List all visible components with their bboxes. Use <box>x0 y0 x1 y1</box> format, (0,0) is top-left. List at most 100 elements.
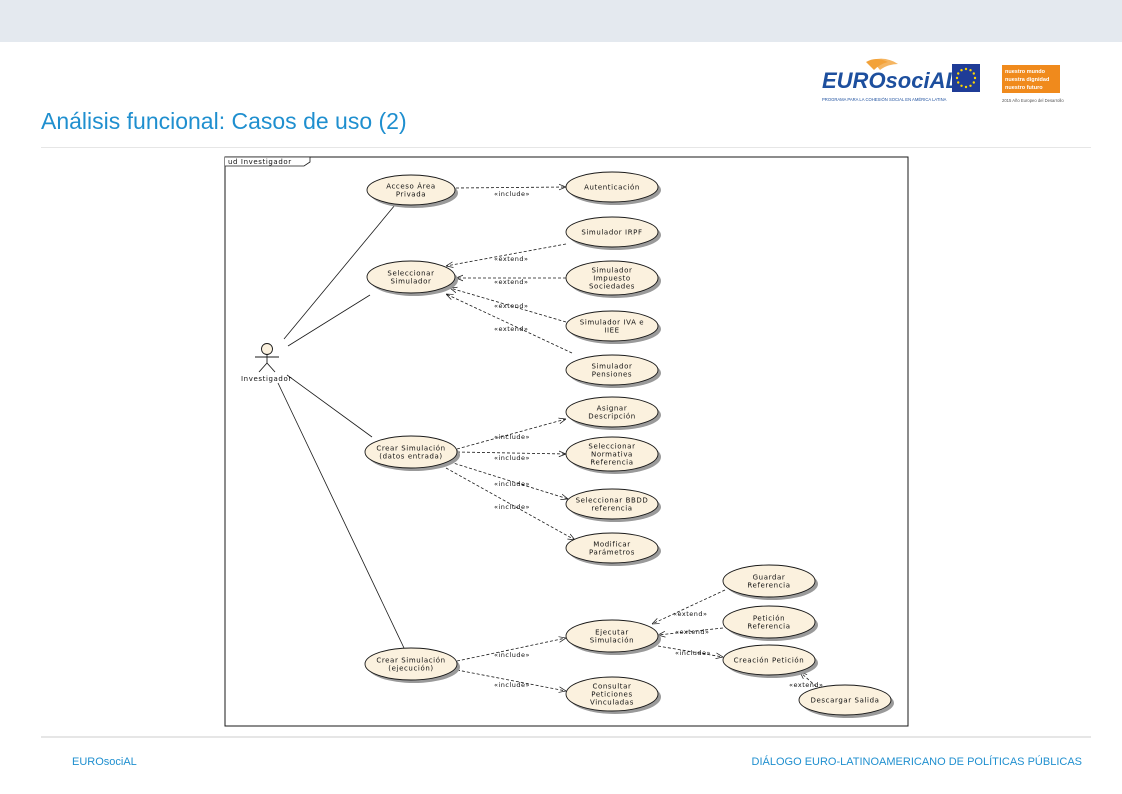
extend-stereotype-label: «extend» <box>494 325 528 333</box>
eu-star-icon <box>972 81 975 84</box>
use-case-label: Simulador <box>391 278 432 286</box>
use-case-label: Referencia <box>747 582 790 590</box>
actor-investigador[interactable]: Investigador <box>241 343 292 384</box>
use-case-descargar[interactable]: Descargar Salida <box>798 684 894 718</box>
extend-stereotype-label: «extend» <box>789 681 823 689</box>
use-case-label: Autenticación <box>584 184 640 192</box>
use-case-crear-ejec[interactable]: Crear Simulación(ejecución) <box>364 647 460 683</box>
extend-edge <box>446 243 567 266</box>
use-case-label: Simulador IVA e <box>580 319 644 327</box>
eu-star-icon <box>957 81 960 84</box>
use-case-label: Creación Petición <box>734 657 805 665</box>
include-edge <box>456 638 566 662</box>
use-case-label: Seleccionar <box>387 270 434 278</box>
frame-tab <box>225 156 311 167</box>
eu-star-icon <box>960 69 963 72</box>
use-case-label: Guardar <box>753 574 786 582</box>
use-case-creacion-pet[interactable]: Creación Petición <box>722 644 818 678</box>
include-edge <box>456 452 566 454</box>
use-case-label: Crear Simulación <box>376 657 445 665</box>
use-case-label: referencia <box>591 505 632 513</box>
use-case-label: Simulador <box>592 363 633 371</box>
eu-star-icon <box>969 69 972 72</box>
eurosocial-logo-text: EUROsociAL <box>822 68 959 93</box>
eu-star-icon <box>964 67 968 71</box>
use-case-label: Descargar Salida <box>810 697 879 705</box>
extend-edge <box>800 672 821 691</box>
use-case-label: Seleccionar <box>588 443 635 451</box>
use-case-label: Simulador <box>592 267 633 275</box>
logo-strip: EUROsociAL PROGRAMA PARA LA COHESIÓN SOC… <box>822 58 1064 103</box>
extend-stereotype-label: «extend» <box>494 255 528 263</box>
include-stereotype-label: «include» <box>494 190 530 198</box>
use-case-crear-datos[interactable]: Crear Simulación(datos entrada) <box>364 435 460 471</box>
extend-stereotype-label: «extend» <box>494 302 528 310</box>
use-case-label: Simulación <box>590 637 634 645</box>
use-case-label: Referencia <box>747 623 790 631</box>
include-stereotype-label: «include» <box>675 649 711 657</box>
use-case-label: Acceso Área <box>386 182 436 191</box>
frame-label: ud Investigador <box>228 158 292 166</box>
include-stereotype-label: «include» <box>494 681 530 689</box>
use-case-sim-irpf[interactable]: Simulador IRPF <box>565 216 661 250</box>
footer-tagline: DIÁLOGO EURO-LATINOAMERICANO DE POLÍTICA… <box>751 756 1082 768</box>
use-case-label: Pensiones <box>592 371 632 379</box>
campaign-logo: nuestro mundo nuestra dignidad nuestro f… <box>1002 65 1064 103</box>
use-case-label: Seleccionar BBDD <box>576 497 649 505</box>
campaign-line-3: nuestro futuro <box>1005 85 1043 91</box>
eurosocial-tagline: PROGRAMA PARA LA COHESIÓN SOCIAL EN AMÉR… <box>822 97 947 102</box>
include-stereotype-label: «include» <box>494 503 530 511</box>
use-case-label: Descripción <box>588 413 636 421</box>
include-edge <box>456 669 566 691</box>
extend-stereotype-label: «extend» <box>673 610 707 618</box>
eu-star-icon <box>973 76 977 80</box>
include-stereotype-label: «include» <box>494 433 530 441</box>
use-case-autenticacion[interactable]: Autenticación <box>565 171 661 205</box>
use-case-label: Petición <box>753 615 785 623</box>
title-divider <box>41 147 1091 148</box>
slide-title: Análisis funcional: Casos de uso (2) <box>41 108 407 134</box>
actor-associations <box>277 204 405 649</box>
extend-edge <box>450 288 567 323</box>
use-case-label: (ejecución) <box>388 665 433 673</box>
extend-edge <box>658 627 724 635</box>
dependency-edges <box>446 187 821 691</box>
use-case-label: Normativa <box>591 451 633 459</box>
include-edge <box>455 187 566 188</box>
eu-star-icon <box>955 76 959 80</box>
eurosocial-logo: EUROsociAL PROGRAMA PARA LA COHESIÓN SOC… <box>822 58 959 102</box>
use-case-label: Crear Simulación <box>376 445 445 453</box>
footer-brand: EUROsociAL <box>72 756 137 768</box>
include-edge <box>456 419 566 450</box>
diagram-frame <box>224 156 909 727</box>
use-case-label: Consultar <box>593 683 632 691</box>
campaign-caption: 2015 Año Europeo del Desarrollo <box>1002 98 1064 103</box>
use-case-label: Parámetros <box>589 549 635 557</box>
include-edge <box>449 461 568 499</box>
use-case-label: Peticiones <box>591 691 632 699</box>
stereotype-labels: «include» «extend» «extend» «extend» «extend… <box>494 190 823 689</box>
eu-star-icon <box>957 72 960 75</box>
use-case-label: Ejecutar <box>595 629 629 637</box>
actor-head-icon <box>261 343 273 355</box>
use-case-label: IIEE <box>604 327 619 335</box>
eu-star-icon <box>969 84 972 87</box>
use-case-label: Simulador IRPF <box>581 229 642 237</box>
use-case-label: Privada <box>396 191 426 199</box>
campaign-line-1: nuestro mundo <box>1005 69 1046 75</box>
